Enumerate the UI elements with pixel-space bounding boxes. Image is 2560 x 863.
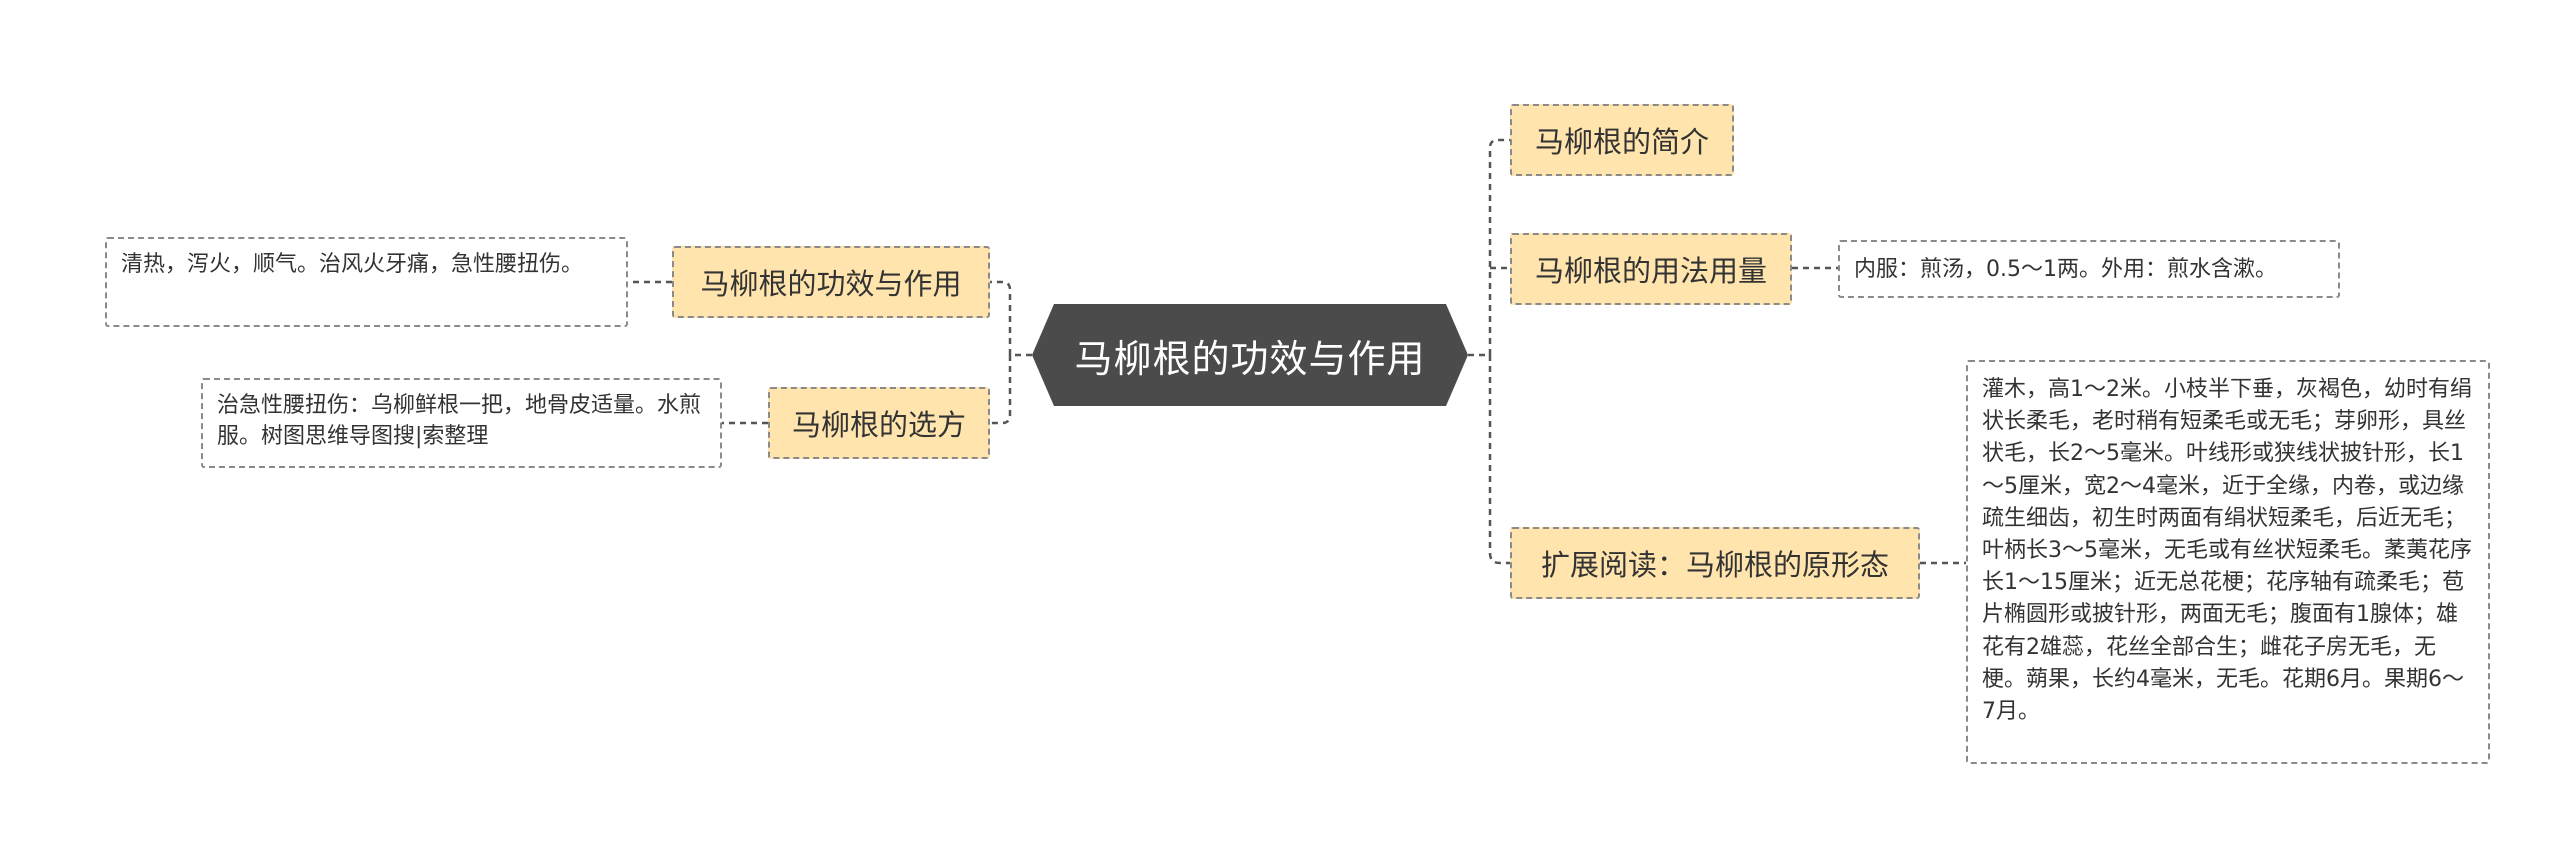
topic-label: 马柳根的用法用量 (1534, 254, 1767, 288)
leaf-text: 灌木，高1～2米。小枝半下垂，灰褐色，幼时有绢状长柔毛，老时稍有短柔毛或无毛；芽… (1982, 377, 2472, 725)
central-topic-label: 马柳根的功效与作用 (1074, 336, 1426, 381)
topic-usage-dosage[interactable]: 马柳根的用法用量 (1510, 233, 1792, 305)
central-topic[interactable]: 马柳根的功效与作用 (1032, 304, 1468, 406)
leaf-text: 清热，泻火，顺气。治风火牙痛，急性腰扭伤。 (121, 252, 584, 277)
topic-label: 扩展阅读：马柳根的原形态 (1540, 548, 1889, 582)
leaf-effects[interactable]: 清热，泻火，顺气。治风火牙痛，急性腰扭伤。 (105, 237, 628, 327)
topic-label: 马柳根的简介 (1534, 125, 1709, 159)
leaf-text: 内服：煎汤，0.5～1两。外用：煎水含漱。 (1854, 256, 2277, 282)
topic-effects[interactable]: 马柳根的功效与作用 (672, 246, 990, 318)
topic-label: 马柳根的选方 (791, 408, 966, 442)
leaf-morphology[interactable]: 灌木，高1～2米。小枝半下垂，灰褐色，幼时有绢状长柔毛，老时稍有短柔毛或无毛；芽… (1966, 360, 2490, 764)
leaf-prescriptions[interactable]: 治急性腰扭伤：乌柳鲜根一把，地骨皮适量。水煎服。树图思维导图搜|索整理 (201, 378, 722, 468)
topic-morphology[interactable]: 扩展阅读：马柳根的原形态 (1510, 527, 1920, 599)
leaf-text: 治急性腰扭伤：乌柳鲜根一把，地骨皮适量。水煎服。树图思维导图搜|索整理 (217, 393, 702, 449)
topic-label: 马柳根的功效与作用 (700, 267, 962, 301)
leaf-usage-dosage[interactable]: 内服：煎汤，0.5～1两。外用：煎水含漱。 (1838, 240, 2340, 298)
topic-prescriptions[interactable]: 马柳根的选方 (768, 387, 990, 459)
topic-introduction[interactable]: 马柳根的简介 (1510, 104, 1734, 176)
